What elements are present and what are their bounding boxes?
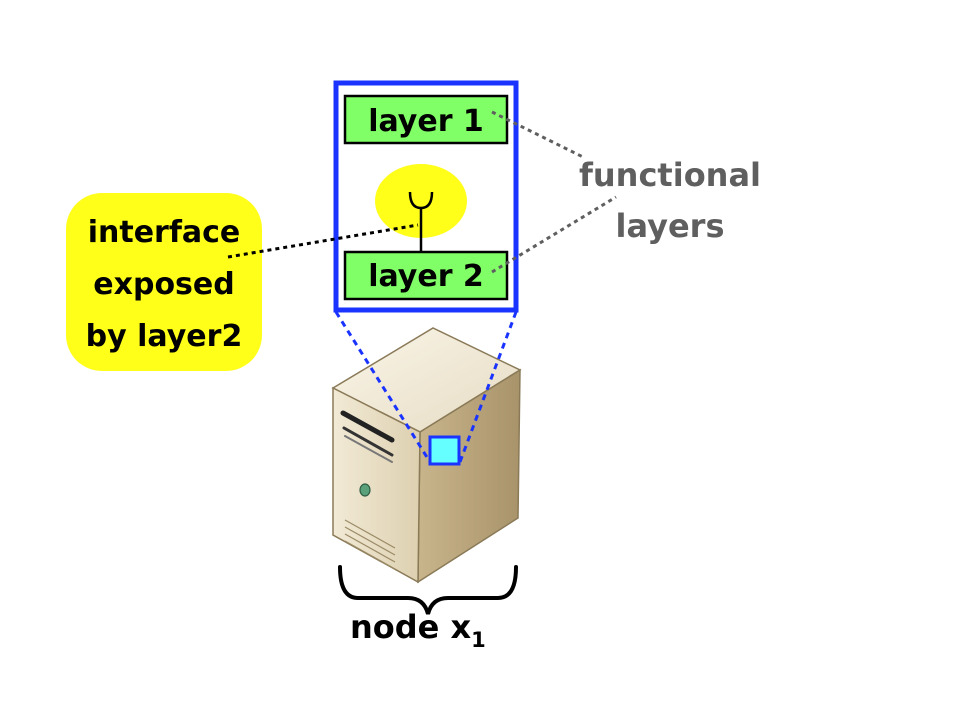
layer-1-box: layer 1: [343, 94, 509, 145]
layer-2-label: layer 2: [368, 259, 484, 294]
node-label-text: node x: [350, 608, 472, 646]
callout-line-3: by layer2: [86, 319, 243, 354]
component-chip-icon: [428, 435, 461, 466]
functional-label-line-1: functional: [579, 156, 761, 194]
zoom-line-right: [458, 311, 518, 463]
callout-line-2: exposed: [93, 267, 234, 302]
server-tower-icon: [331, 327, 522, 584]
callout-line-1: interface: [88, 215, 241, 250]
functional-pointer-layer-1: [491, 110, 586, 160]
interface-area: [375, 164, 467, 238]
drive-bay: [340, 410, 395, 443]
functional-label-line-2: layers: [616, 207, 725, 245]
functional-pointer-layer-2: [491, 195, 617, 274]
callout-pointer-line: [227, 223, 419, 259]
node-brace: [338, 565, 518, 615]
node-label-subscript: 1: [471, 628, 486, 652]
zoom-line-left: [334, 311, 432, 463]
node-label: node x1: [350, 608, 486, 652]
power-button: [359, 483, 371, 497]
layer-2-box: layer 2: [343, 250, 509, 301]
layer-1-label: layer 1: [368, 104, 484, 139]
interface-callout: [66, 193, 262, 371]
